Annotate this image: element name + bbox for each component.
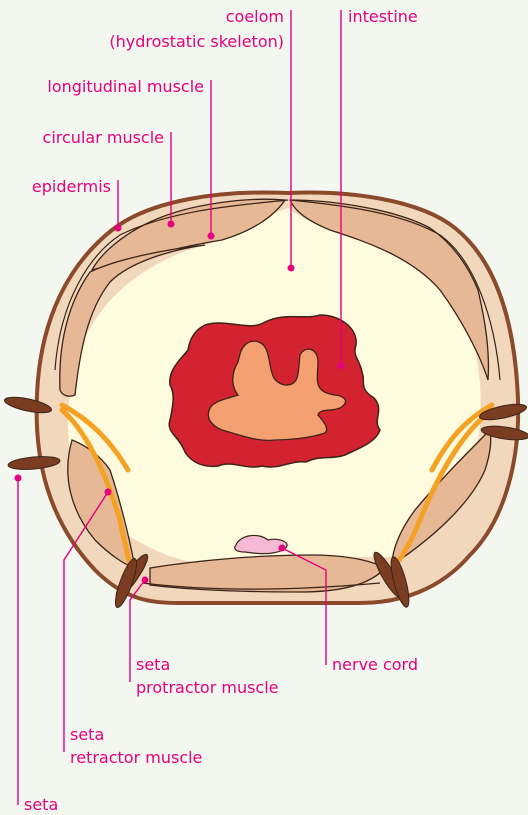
label-seta: seta [24, 795, 58, 814]
label-epidermis: epidermis [32, 177, 111, 196]
label-coelom-note: (hydrostatic skeleton) [109, 32, 284, 51]
label-coelom: coelom [226, 7, 284, 26]
label-longitudinal-muscle: longitudinal muscle [47, 77, 204, 96]
label-seta-retractor-2: retractor muscle [70, 748, 202, 767]
label-seta-protractor-2: protractor muscle [136, 678, 279, 697]
label-circular-muscle: circular muscle [43, 128, 164, 147]
label-nerve-cord: nerve cord [332, 655, 418, 674]
label-seta-retractor-1: seta [70, 725, 104, 744]
label-intestine: intestine [348, 7, 418, 26]
label-seta-protractor-1: seta [136, 655, 170, 674]
